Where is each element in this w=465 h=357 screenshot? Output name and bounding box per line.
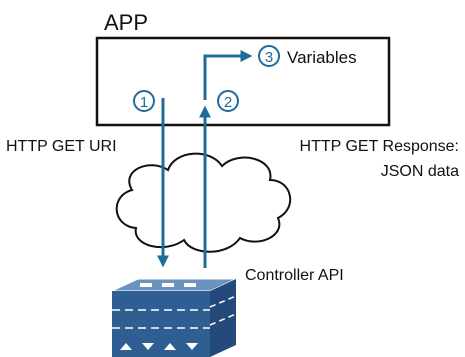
step-2-badge: 2 [217,90,239,112]
request-label: HTTP GET URI [6,138,117,155]
step-1-badge: 1 [133,90,155,112]
step-3-number: 3 [265,49,273,66]
step-1-number: 1 [140,94,148,111]
network-cloud [115,152,292,253]
response-label-line1: HTTP GET Response: [300,138,459,155]
variables-label: Variables [287,48,357,67]
controller-label: Controller API [245,267,344,284]
response-label-line2: JSON data [381,163,459,180]
step-2-number: 2 [224,94,232,111]
controller-device-icon [111,278,237,357]
app-title: APP [104,10,148,35]
variables-arrow [203,50,253,100]
step-3-badge: 3 [258,45,280,67]
